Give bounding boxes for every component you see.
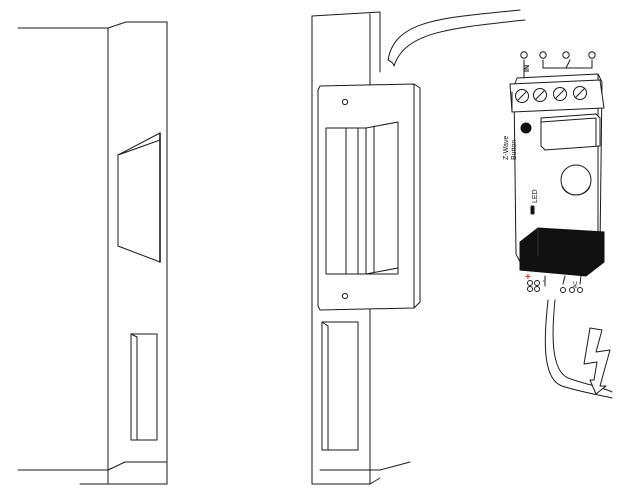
led-label: LED (532, 189, 539, 203)
ac-label: AC (573, 281, 579, 288)
strike-cutout-left (117, 132, 161, 263)
zwave-button-label-line2: Button (511, 140, 518, 160)
terminal-block (509, 79, 605, 113)
minus-label: - (541, 279, 548, 282)
electric-strike (317, 83, 421, 311)
control-chip (519, 227, 605, 277)
zwave-button-label-line1: Z-Wave (503, 136, 510, 160)
terminal-contacts (520, 51, 596, 79)
lower-cutout-right (321, 321, 359, 451)
zwave-button (520, 122, 532, 134)
led-indicator (530, 205, 535, 215)
output-pins (527, 275, 583, 293)
terminal-in-label: IN (524, 65, 531, 72)
zwave-module: IN Z-Wave Button LED + - AC (503, 51, 605, 293)
capacitor (560, 164, 592, 196)
door-frame-left (17, 21, 168, 485)
plus-label: + (525, 272, 531, 283)
relay (540, 113, 601, 151)
cable-bottom (544, 299, 613, 399)
cable-top (387, 9, 526, 67)
lightning-icon (583, 327, 611, 395)
lower-cutout-left (130, 333, 158, 441)
strike-screw-top (341, 98, 349, 106)
strike-screw-bottom (341, 292, 349, 300)
